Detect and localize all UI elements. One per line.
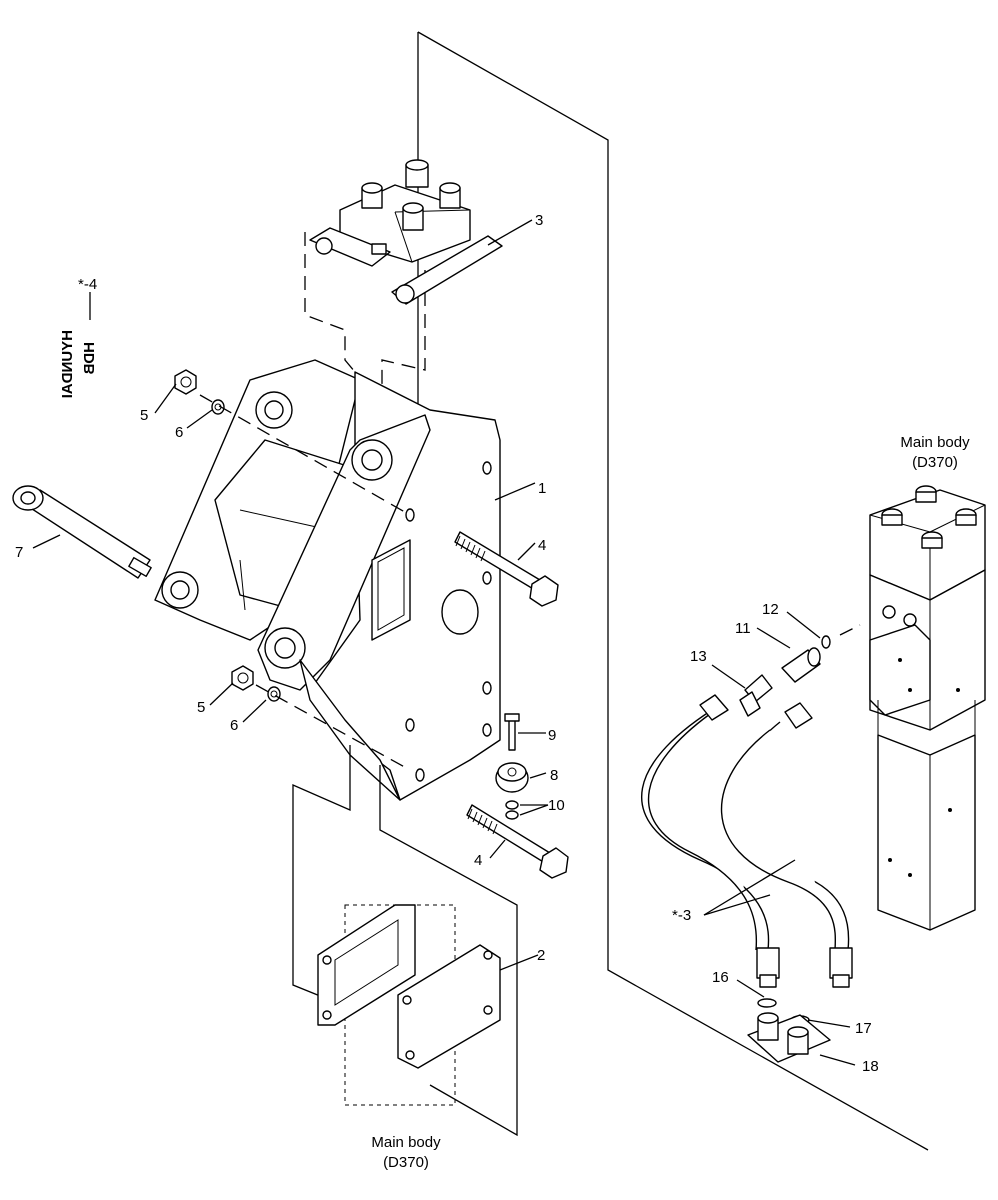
- decal-label: HYUNDAI HDB: [59, 330, 98, 398]
- callout-12: 12: [762, 601, 779, 618]
- main-body-right: [869, 485, 986, 931]
- callout-5-upper: 5: [140, 407, 148, 424]
- washers: [505, 800, 519, 820]
- fitting-11: [781, 647, 821, 683]
- main-body-right-line2: (D370): [912, 454, 958, 471]
- adapter-phantom-lines: [304, 232, 426, 420]
- leader-lines: [32, 219, 856, 1066]
- plug-block-18: [747, 1012, 831, 1063]
- callout-6-lower: 6: [230, 717, 238, 734]
- main-body-right-line1: Main body: [900, 434, 970, 451]
- callout-2: 2: [537, 947, 545, 964]
- callout-16: 16: [712, 969, 729, 986]
- o-ring-12: [821, 635, 831, 649]
- callout-17: 17: [855, 1020, 872, 1037]
- callout-1: 1: [538, 480, 546, 497]
- lower-adapter-plates: [317, 904, 501, 1106]
- callout-9: 9: [548, 727, 556, 744]
- hose-right: [720, 702, 853, 988]
- callout-13: 13: [690, 648, 707, 665]
- callout-star-4: *-4: [78, 276, 97, 293]
- callout-star-3: *-3: [672, 907, 691, 924]
- top-adapter-block: [309, 159, 503, 305]
- elbow-13: [739, 674, 773, 717]
- collar: [495, 762, 529, 793]
- bolt-upper: [454, 531, 559, 607]
- callout-7: 7: [15, 544, 23, 561]
- main-body-right-label: Main body (D370): [900, 434, 970, 471]
- lower-mount-plane: [292, 745, 518, 1137]
- callout-6-upper: 6: [175, 424, 183, 441]
- callout-11: 11: [735, 620, 751, 637]
- main-body-bottom-line1: Main body: [371, 1134, 441, 1151]
- main-body-bottom-label: Main body (D370): [371, 1134, 441, 1171]
- nut-washer-upper: [174, 369, 411, 516]
- decal-line2: HDB: [81, 342, 98, 375]
- callout-18: 18: [862, 1058, 879, 1075]
- callouts: 1 2 3 4 4 5 5 6 6 7 8 9 10 11 12 13 16 1…: [15, 212, 879, 1075]
- decal-line1: HYUNDAI: [59, 330, 76, 398]
- seal-16: [757, 998, 777, 1008]
- callout-8: 8: [550, 767, 558, 784]
- main-body-bottom-line2: (D370): [383, 1154, 429, 1171]
- callout-4-upper: 4: [538, 537, 546, 554]
- hose-left: [641, 694, 780, 988]
- small-bolt: [504, 713, 520, 751]
- bracket-assembly: [154, 359, 501, 801]
- callout-4-lower: 4: [474, 852, 482, 869]
- pin: [12, 485, 152, 579]
- callout-5-lower: 5: [197, 699, 205, 716]
- bolt-lower: [466, 804, 569, 879]
- callout-10: 10: [548, 797, 565, 814]
- nut-washer-lower: [231, 665, 411, 771]
- callout-3: 3: [535, 212, 543, 229]
